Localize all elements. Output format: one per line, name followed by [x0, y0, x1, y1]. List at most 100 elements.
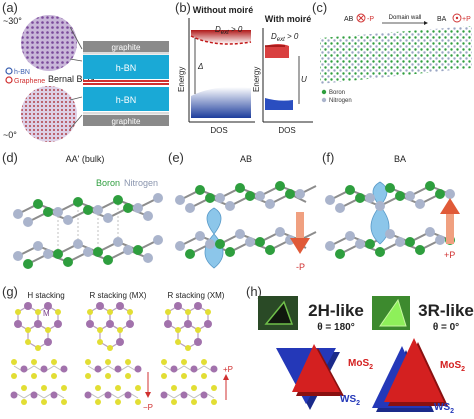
- ylabel-right: Energy: [252, 67, 261, 92]
- g-plus-p-label: +P: [223, 365, 233, 374]
- title-3r-like: 3R-like: [418, 301, 474, 320]
- plus-p-arrow: [440, 198, 460, 244]
- boron-legend-label: Boron: [329, 90, 345, 96]
- theta-180-label: θ = 180°: [317, 322, 355, 333]
- ws2-label-right: WS2: [434, 402, 454, 415]
- graphene-legend-label: Graphene: [14, 78, 45, 85]
- minus-p-icon: [356, 13, 366, 23]
- panel-d-label: (d): [2, 150, 18, 165]
- moire-valence-band: [265, 98, 293, 110]
- h-stacking-title: H stacking: [27, 291, 64, 300]
- panel-b-label: (b): [175, 0, 191, 15]
- plus-p-f-label: +P: [444, 250, 455, 260]
- r-stacking-xm-title: R stacking (XM): [168, 291, 225, 300]
- graphite-top-label: graphite: [112, 43, 141, 52]
- boron-legend-icon: [321, 89, 327, 95]
- plus-p-icon: [452, 13, 462, 23]
- with-moire-title: With moiré: [265, 14, 311, 24]
- panel-c-domain-wall: AB -P Domain wall BA +P Boron Nitrogen: [320, 13, 472, 104]
- metal-m-label: M: [43, 309, 50, 318]
- panel-g-label: (g): [2, 284, 18, 299]
- angle-0-label: ~0°: [3, 130, 17, 140]
- ws2-right-text: WS: [434, 402, 450, 413]
- stack-3r-triangles: [372, 338, 448, 412]
- graphene-legend-icon: [5, 76, 13, 84]
- dext-right-symbol: D: [271, 32, 277, 41]
- u-label: U: [301, 75, 307, 84]
- ab-title: AB: [240, 154, 252, 164]
- panels-def-stacking: AA' (bulk) Boron Nitrogen AB: [13, 154, 460, 272]
- xlabel-left: DOS: [210, 126, 227, 135]
- graphite-bottom-label: graphite: [112, 117, 141, 126]
- angle-30-label: ~30°: [3, 16, 22, 26]
- nitrogen-legend-icon: [321, 97, 327, 103]
- ws2-label-left: WS2: [340, 394, 360, 407]
- panel-c-label: (c): [312, 0, 328, 15]
- dext-right-rest: > 0: [285, 32, 299, 41]
- dext-right-sub: ext: [277, 37, 285, 43]
- moire-conduction-band: [265, 44, 289, 58]
- aa-title: AA' (bulk): [66, 154, 105, 164]
- stack-2h-triangles: [276, 344, 344, 410]
- dext-left-label: Dext > 0: [215, 25, 243, 36]
- graphite-top-layer: [83, 41, 169, 52]
- pz-orbital-e-top: [206, 207, 222, 235]
- mos2-label-left: MoS2: [348, 358, 373, 371]
- theta-0-label: θ = 0°: [433, 322, 459, 333]
- boron-label-d: Boron: [96, 178, 120, 188]
- panel-b-band-diagram: Without moiré With moiré Δ Dext > 0 Ener…: [177, 5, 313, 135]
- dext-left-symbol: D: [215, 25, 221, 34]
- mos2-right-sub: 2: [461, 366, 465, 373]
- mos2-left-text: MoS: [348, 358, 369, 369]
- hbn-top-layer: [83, 55, 169, 79]
- ws2-right-sub: 2: [450, 408, 454, 415]
- hbn-legend-icon: [5, 67, 13, 75]
- domain-wall-lattice: [320, 26, 472, 84]
- hbn-bottom-label: h-BN: [116, 95, 137, 105]
- nitrogen-label-d: Nitrogen: [124, 178, 158, 188]
- panel-a-label: (a): [2, 0, 18, 15]
- without-moire-title: Without moiré: [193, 5, 253, 15]
- domain-wall-label: Domain wall: [389, 15, 422, 21]
- hbn-top-label: h-BN: [116, 63, 137, 73]
- hbn-legend-label: h-BN: [14, 69, 30, 76]
- dext-left-rest: > 0: [229, 25, 243, 34]
- ba-label: BA: [437, 16, 447, 23]
- g-plus-p-arrow: [223, 374, 229, 400]
- title-2h-like: 2H-like: [308, 301, 364, 320]
- ba-title: BA: [394, 154, 406, 164]
- pz-orbital-f-bottom: [370, 205, 390, 245]
- panel-f-label: (f): [322, 150, 335, 165]
- conduction-band-shape: [191, 30, 251, 44]
- moire-disk-30deg: [21, 15, 77, 71]
- panel-h-label: (h): [246, 284, 262, 299]
- minus-p-arrow: [290, 212, 310, 254]
- moire-disk-0deg: [21, 86, 77, 142]
- panel-h-tmd-heterobilayers: 2H-like θ = 180° 3R-like θ = 0° MoS2 WS2…: [258, 296, 474, 415]
- minus-p-e-label: -P: [296, 262, 305, 272]
- xlabel-right: DOS: [278, 126, 295, 135]
- gap-delta-label: Δ: [197, 62, 203, 71]
- r-stacking-mx-title: R stacking (MX): [90, 291, 147, 300]
- ws2-left-sub: 2: [356, 400, 360, 407]
- panel-a-heterostructure: ~30° ~0° h-BN Graphene Bernal BLG graphi…: [3, 15, 169, 142]
- g-minus-p-arrow: [145, 372, 151, 398]
- nitrogen-legend-label: Nitrogen: [329, 98, 352, 104]
- dext-left-sub: ext: [221, 30, 229, 36]
- minus-p-label: -P: [367, 16, 374, 23]
- ws2-left-text: WS: [340, 394, 356, 405]
- dext-right-label: Dext > 0: [271, 32, 299, 43]
- g-minus-p-label: −P: [143, 403, 153, 412]
- ylabel-left: Energy: [177, 67, 186, 92]
- plus-p-label: +P: [462, 16, 471, 23]
- graphite-bottom-layer: [83, 115, 169, 126]
- hbn-bottom-layer: [83, 87, 169, 111]
- mos2-label-right: MoS2: [440, 360, 465, 373]
- panel-e-label: (e): [168, 150, 184, 165]
- ab-label: AB: [344, 16, 354, 23]
- bernal-label: Bernal BLG: [48, 74, 95, 84]
- mos2-right-text: MoS: [440, 360, 461, 371]
- panel-g-tmd-stacking: H stacking R stacking (MX) R stacking (X…: [10, 291, 233, 412]
- valence-band-shape: [191, 87, 251, 118]
- mos2-left-sub: 2: [369, 364, 373, 371]
